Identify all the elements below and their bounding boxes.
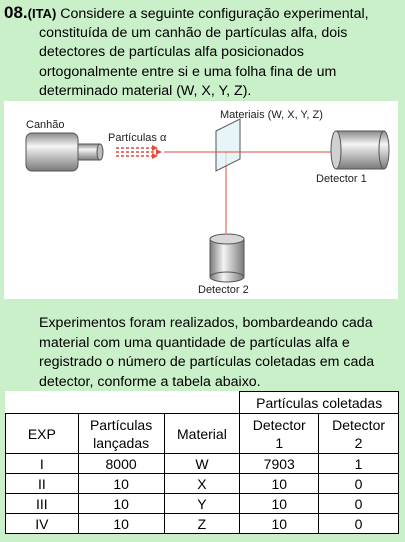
cell-exp: I	[5, 453, 79, 474]
particles-label: Partículas α	[108, 132, 167, 144]
cell-detector-1: 10	[239, 493, 320, 514]
question-line: Considere a seguinte configuração experi…	[60, 6, 369, 22]
cell-material: Z	[163, 513, 241, 534]
material-foil	[215, 118, 241, 172]
cell-detector-2: 0	[318, 473, 399, 494]
header-launched-line2: lançadas	[93, 434, 150, 451]
paragraph-line: Experimentos foram realizados, bombardea…	[39, 315, 373, 331]
cell-detector-2: 0	[318, 493, 399, 514]
cell-launched: 10	[77, 493, 165, 514]
header-detector-1-line1: Detector	[252, 416, 306, 433]
table-row: IV 10 Z 10 0	[5, 513, 399, 534]
paragraph-line: registrado o número de partículas coleta…	[39, 354, 375, 371]
header-detector-2-line2: 2	[354, 434, 363, 451]
detector-1-shape	[330, 130, 390, 170]
cell-detector-1: 7903	[239, 453, 320, 474]
question-number: 08.	[4, 3, 28, 22]
header-launched: Partículas lançadas	[77, 413, 165, 454]
detector-1-label: Detector 1	[316, 173, 367, 185]
cell-material: X	[163, 473, 241, 494]
header-collected-particles: Partículas coletadas	[239, 391, 399, 414]
header-material: Material	[163, 413, 241, 454]
header-launched-line1: Partículas	[89, 416, 153, 433]
table-row: III 10 Y 10 0	[5, 493, 399, 514]
cannon-shape	[25, 132, 104, 172]
question-line: constituída de um canhão de partículas a…	[39, 25, 348, 42]
cell-exp: III	[5, 493, 79, 514]
results-table: Partículas coletadas EXP Partículas lanç…	[5, 391, 399, 534]
header-detector-2: Detector 2	[318, 413, 399, 454]
table-row: II 10 X 10 0	[5, 473, 399, 494]
cell-launched: 10	[77, 473, 165, 494]
alpha-particle-beam	[116, 147, 156, 157]
paragraph-line: detector, conforme a tabela abaixo.	[39, 373, 261, 390]
experiment-paragraph: Experimentos foram realizados, bombardea…	[39, 314, 401, 392]
paragraph-line: material com uma quantidade de partícula…	[39, 334, 350, 351]
cell-detector-2: 0	[318, 513, 399, 534]
question-source: (ITA)	[27, 6, 57, 21]
arrow-icon	[152, 145, 162, 159]
materials-label: Materiais (W, X, Y, Z)	[220, 109, 323, 121]
header-detector-2-line1: Detector	[332, 416, 386, 433]
cell-material: Y	[163, 493, 241, 514]
experiment-figure: Canhão Partículas α Materiais (W, X, Y, …	[4, 101, 398, 299]
cell-launched: 10	[77, 513, 165, 534]
cell-exp: II	[5, 473, 79, 494]
question-line: ortogonalmente entre si e uma folha fina…	[39, 63, 337, 80]
header-detector-1-line2: 1	[275, 434, 284, 451]
cell-exp: IV	[5, 513, 79, 534]
cell-detector-1: 10	[239, 473, 320, 494]
cannon-label: Canhão	[26, 119, 65, 131]
cell-detector-1: 10	[239, 513, 320, 534]
detector-2-shape	[209, 233, 245, 283]
cell-launched: 8000	[77, 453, 165, 474]
question-statement: 08.(ITA) Considere a seguinte configuraç…	[4, 3, 402, 101]
header-exp: EXP	[5, 413, 79, 454]
cell-material: W	[163, 453, 241, 474]
question-line: detectores de partículas alfa posicionad…	[39, 44, 304, 61]
experiment-diagram: Canhão Partículas α Materiais (W, X, Y, …	[25, 109, 390, 296]
header-detector-1: Detector 1	[239, 413, 320, 454]
detector-2-label: Detector 2	[198, 284, 249, 296]
cell-detector-2: 1	[318, 453, 399, 474]
table-row: I 8000 W 7903 1	[5, 453, 399, 474]
question-line: determinado material (W, X, Y, Z).	[39, 82, 252, 99]
